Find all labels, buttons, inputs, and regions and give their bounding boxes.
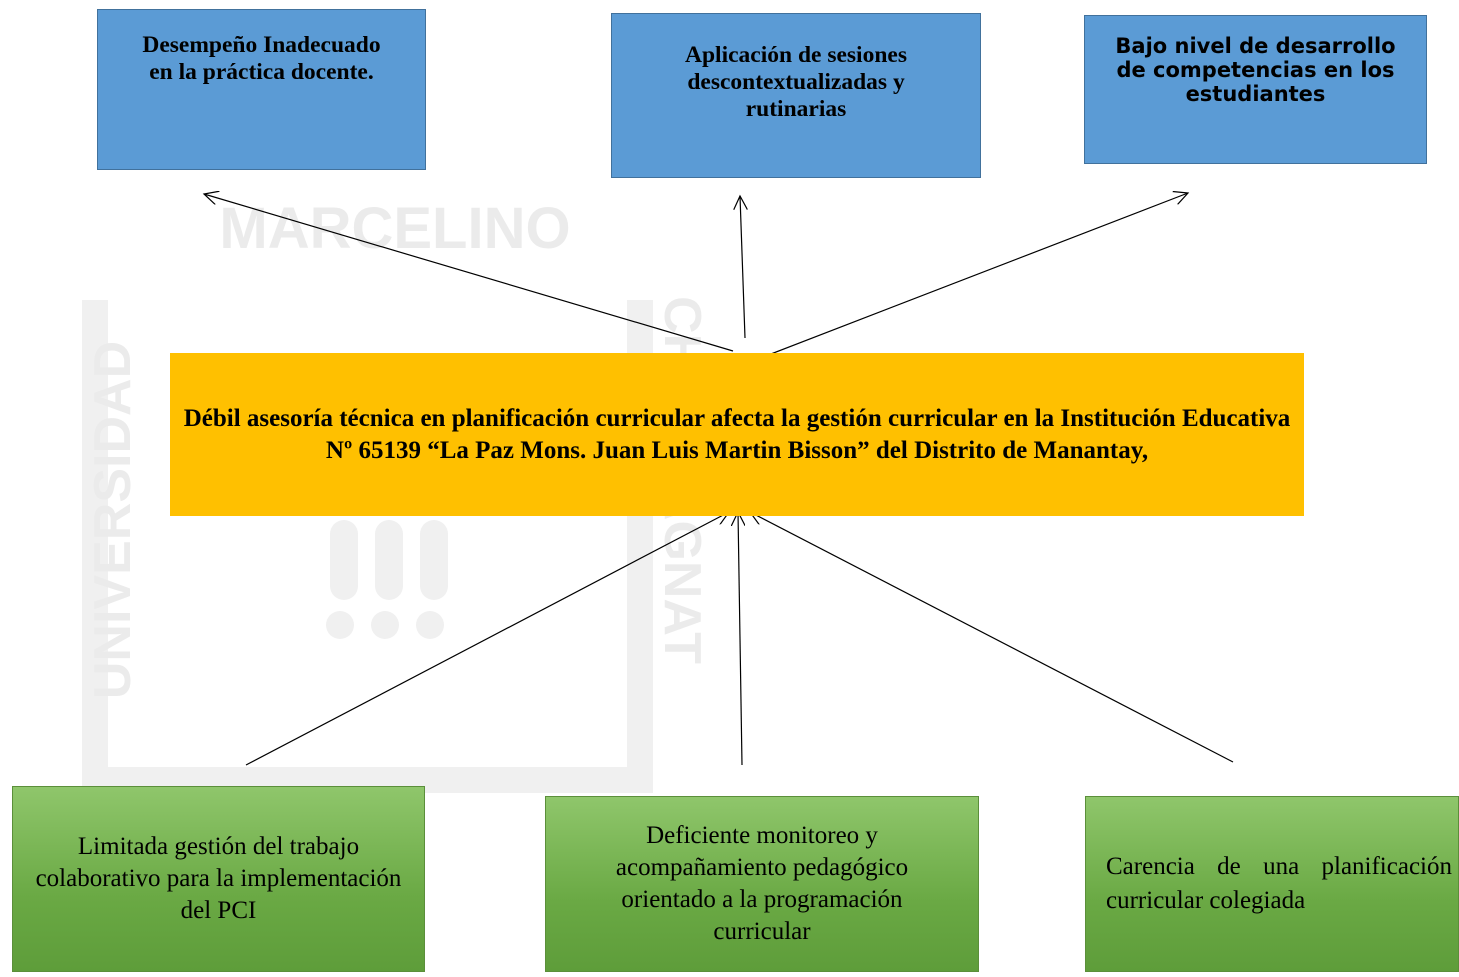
cause-text-1: Limitada gestión del trabajo colaborativ… — [35, 833, 402, 924]
effect-box-2: Aplicación de sesiones descontextualizad… — [611, 13, 981, 178]
cause-box-2: Deficiente monitoreo y acompañamiento pe… — [545, 796, 979, 972]
arrow-to-effect-1 — [204, 194, 734, 352]
arrow-from-cause-1 — [245, 512, 729, 766]
central-problem-box: Débil asesoría técnica en planificación … — [170, 353, 1304, 516]
cause-box-1: Limitada gestión del trabajo colaborativ… — [12, 786, 425, 972]
watermark-left-text: UNIVERSIDAD — [84, 341, 142, 699]
arrow-to-effect-3 — [744, 193, 1188, 365]
arrow-from-cause-2 — [738, 512, 742, 766]
cause-box-3: Carencia de una planificación curricular… — [1085, 796, 1459, 972]
cause-text-3: Carencia de una planificación curricular… — [1106, 853, 1452, 914]
effect-box-3: Bajo nivel de desarrollo de competencias… — [1084, 15, 1427, 164]
effect-text-1: Desempeño Inadecuado en la práctica doce… — [142, 32, 381, 86]
arrow-to-effect-2 — [740, 196, 745, 339]
cause-text-2: Deficiente monitoreo y acompañamiento pe… — [615, 822, 909, 945]
effect-box-1: Desempeño Inadecuado en la práctica doce… — [97, 9, 426, 170]
effect-text-2: Aplicación de sesiones descontextualizad… — [685, 42, 907, 123]
central-problem-text: Débil asesoría técnica en planificación … — [183, 404, 1291, 464]
arrow-from-cause-3 — [750, 512, 1234, 763]
effect-text-3: Bajo nivel de desarrollo de competencias… — [1115, 34, 1396, 107]
